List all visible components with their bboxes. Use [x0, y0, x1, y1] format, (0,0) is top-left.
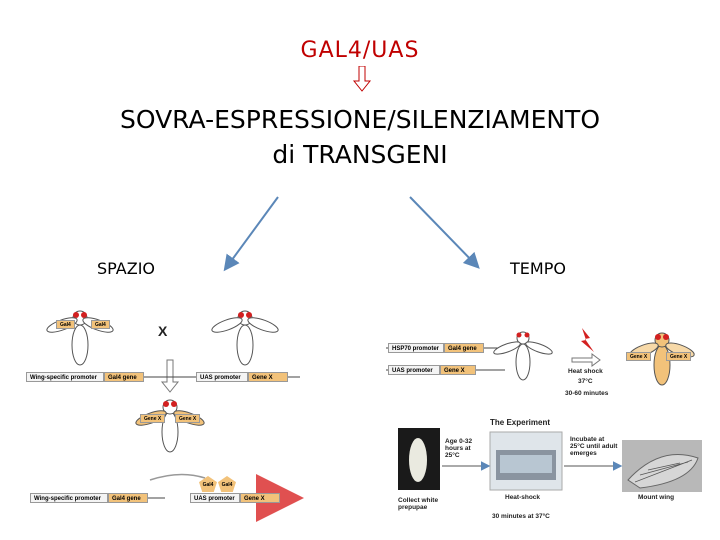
- hsp70-promoter-box: HSP70 promoter: [388, 343, 444, 353]
- age-label: Age 0-32 hours at 25°C: [445, 438, 473, 459]
- gal4-gene-box: Gal4 gene: [104, 372, 144, 382]
- experiment-title: The Experiment: [490, 418, 551, 427]
- fly-gal4-right-label: Gal4: [91, 320, 110, 329]
- collect-label: Collect white prepupae: [398, 497, 439, 511]
- tempo-fly-left-label: Gene X: [626, 352, 652, 361]
- spazio-label: SPAZIO: [97, 259, 155, 278]
- main-title-line1: SOVRA-ESPRESSIONE/SILENZIAMENTO: [119, 105, 601, 134]
- incubate-label: Incubate at 25°C until adult emerges: [570, 436, 618, 457]
- curved-arrow-icon: [149, 473, 206, 481]
- bottom-uas-promoter-box: UAS promoter: [190, 493, 240, 503]
- cross-symbol: X: [158, 323, 168, 339]
- uas-promoter-box: UAS promoter: [196, 372, 248, 382]
- genex-box: Gene X: [248, 372, 288, 382]
- arrow-to-tempo: [409, 196, 480, 269]
- heat-shock-duration: 30-60 minutes: [565, 390, 609, 397]
- tempo-fly-right-label: Gene X: [666, 352, 692, 361]
- fly-white-icon: [493, 331, 553, 381]
- hsp-gal4-gene-box: Gal4 gene: [444, 343, 484, 353]
- fly-genex-right-label: Gene X: [175, 414, 201, 423]
- heatshock-step-label: Heat-shock: [505, 494, 541, 501]
- tempo-uas-promoter-box: UAS promoter: [388, 365, 440, 375]
- tempo-label: TEMPO: [510, 259, 566, 278]
- heatshock-arrow-icon: [571, 353, 601, 367]
- fly-genex-left-label: Gene X: [140, 414, 166, 423]
- system-title: GAL4/UAS: [300, 38, 420, 63]
- heat-shock-temp: 37°C: [578, 378, 593, 385]
- cross-down-arrow-icon: [160, 359, 180, 393]
- heatshock-step-time: 30 minutes at 37°C: [492, 513, 550, 520]
- fly-gal4-left-label: Gal4: [56, 320, 75, 329]
- gal4-protein-icon: Gal4: [218, 476, 236, 492]
- heat-shock-label: Heat shock: [568, 368, 603, 375]
- gal4-protein-icon: Gal4: [199, 476, 217, 492]
- bottom-gal4-gene-box: Gal4 gene: [108, 493, 148, 503]
- lightning-icon: [581, 328, 594, 352]
- mount-wing-label: Mount wing: [638, 494, 675, 501]
- bottom-wing-promoter-box: Wing-specific promoter: [30, 493, 108, 503]
- main-title-line2: di TRANSGENI: [272, 140, 448, 169]
- fly-genex-icon: [211, 310, 279, 366]
- wing-promoter-box: Wing-specific promoter: [26, 372, 104, 382]
- down-arrow-icon: [352, 66, 372, 92]
- arrow-to-spazio: [223, 196, 279, 272]
- tempo-genex-box: Gene X: [440, 365, 476, 375]
- bottom-genex-box: Gene X: [240, 493, 280, 503]
